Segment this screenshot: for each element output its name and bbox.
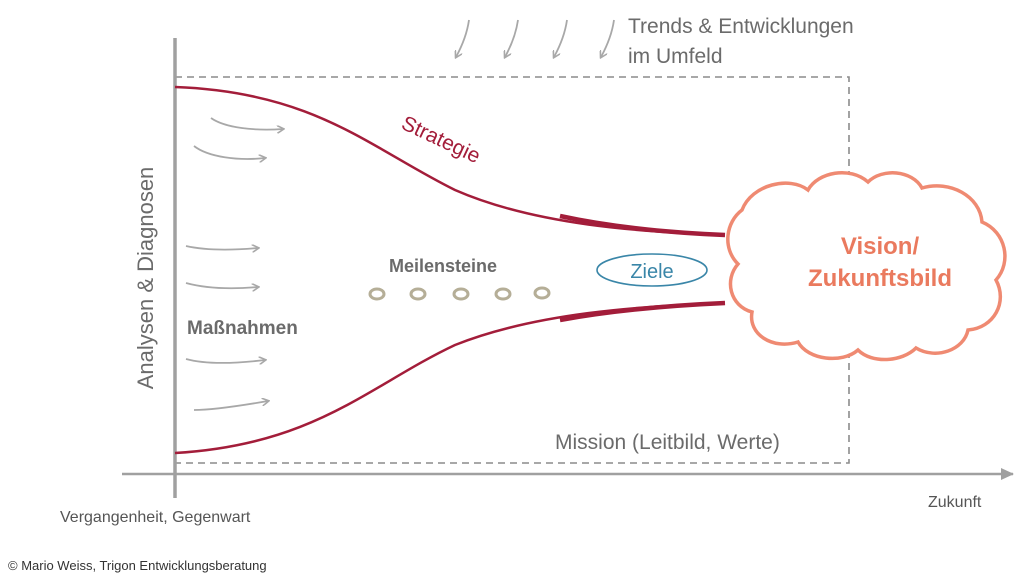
trends-label-line2: im Umfeld [628, 45, 723, 68]
milestones-label: Meilensteine [389, 256, 497, 276]
arrow-right-icon [185, 359, 265, 363]
milestones [368, 286, 551, 301]
ring-icon [409, 287, 427, 301]
vision-label-line2: Zukunftsbild [808, 265, 952, 292]
future-label: Zukunft [928, 494, 982, 511]
past-present-label: Vergangenheit, Gegenwart [60, 509, 251, 526]
vision-label-line1: Vision/ [841, 233, 920, 260]
arrow-down-left-icon [601, 19, 615, 57]
arrow-right-icon [185, 246, 258, 250]
trends-label-line1: Trends & Entwicklungen [628, 15, 854, 38]
arrow-right-icon [193, 401, 268, 411]
ring-icon [452, 287, 470, 301]
measure-arrows [185, 117, 283, 411]
goals-label: Ziele [630, 261, 673, 283]
arrow-down-left-icon [505, 19, 519, 57]
strategy-curve-top-thick [559, 213, 726, 238]
arrow-down-left-icon [554, 19, 568, 57]
cloud-icon [726, 171, 1007, 362]
copyright-label: © Mario Weiss, Trigon Entwicklungsberatu… [8, 558, 267, 573]
measures-label: Maßnahmen [187, 318, 298, 339]
ring-icon [494, 287, 512, 301]
ring-icon [368, 287, 386, 301]
strategy-curve-top [174, 85, 726, 237]
ring-icon [533, 286, 551, 300]
mission-label: Mission (Leitbild, Werte) [555, 431, 780, 454]
analyses-label: Analysen & Diagnosen [133, 167, 158, 390]
arrow-right-icon [185, 282, 258, 288]
strategy-curve-bottom-thick [559, 300, 726, 323]
arrow-right-icon [193, 145, 265, 159]
arrow-down-left-icon [456, 19, 470, 57]
strategy-label: Strategie [398, 112, 484, 168]
arrow-right-icon [210, 117, 283, 130]
goals-ellipse [596, 253, 708, 287]
trend-arrows [456, 19, 615, 57]
